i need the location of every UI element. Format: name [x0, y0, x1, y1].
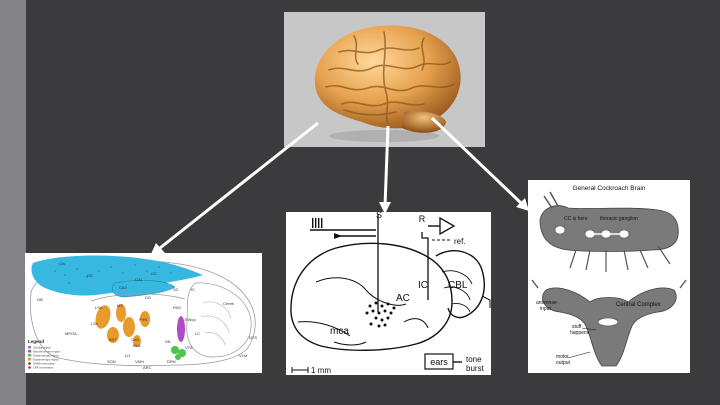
svg-text:BLA: BLA — [133, 343, 141, 348]
svg-text:DRN: DRN — [167, 359, 176, 364]
svg-text:Ctx: Ctx — [59, 261, 65, 266]
rat-diagram-legend: Legend Cellular region Neurohormone regi… — [28, 339, 61, 370]
svg-text:Glutamatergic region: Glutamatergic region — [33, 354, 59, 358]
output-label: output — [556, 360, 571, 366]
cortex-hippocampus-region — [31, 255, 203, 296]
svg-text:VTA: VTA — [185, 345, 193, 350]
scale-bar-label: 1 mm — [311, 366, 331, 375]
arrow-to-cockroach-diagram — [430, 116, 523, 205]
cortex-outline — [290, 242, 453, 351]
svg-text:Cereb: Cereb — [223, 301, 235, 306]
svg-text:Dopaminergic region: Dopaminergic region — [33, 358, 59, 362]
cbl-label: CBL — [448, 280, 468, 291]
svg-text:Legend: Legend — [28, 339, 44, 344]
arrowhead-auditory — [379, 202, 391, 214]
svg-text:CeA: CeA — [131, 337, 139, 342]
svg-text:LH: LH — [125, 353, 130, 358]
rat-brain-diagram: OB Ctx CA1 CA3 DG LSd LSv MS BST CeA BLA… — [28, 255, 257, 370]
electrode-r — [421, 232, 429, 300]
svg-text:DG: DG — [87, 273, 93, 278]
cockroach-title: General Cockroach Brain — [573, 185, 646, 192]
cockroach-brain-front-view — [542, 287, 677, 367]
thoracic-ganglion-label: thoracic ganglion — [600, 216, 638, 222]
svg-text:ARC: ARC — [143, 365, 152, 370]
ears-label: ears — [430, 357, 448, 367]
svg-text:CRF innervation: CRF innervation — [33, 366, 54, 370]
svg-text:SC: SC — [173, 287, 179, 292]
auditory-diagram: S R ref. AC IC CBL mca 1 mm ears tone bu… — [290, 212, 491, 375]
svg-text:LC: LC — [195, 331, 200, 336]
svg-text:PAG: PAG — [173, 305, 181, 310]
burst-label: burst — [466, 364, 485, 373]
svg-text:IC: IC — [191, 287, 195, 292]
svg-text:SON: SON — [107, 359, 116, 364]
input-label: input — [540, 306, 551, 312]
svg-text:CA1: CA1 — [135, 277, 144, 282]
svg-text:NTS: NTS — [249, 335, 257, 340]
svg-text:MS: MS — [117, 303, 123, 308]
mca-label: mca — [330, 326, 349, 337]
r-label: R — [419, 214, 426, 224]
happens-label: happens — [570, 330, 590, 336]
svg-text:Cellular region: Cellular region — [33, 346, 51, 350]
pag-region — [177, 316, 185, 342]
svg-text:EWcp: EWcp — [185, 317, 196, 322]
lateral-septum-nucleus — [95, 305, 111, 329]
cerebellum-shape — [402, 111, 446, 133]
cc-label: CC is here — [564, 216, 588, 222]
arrow-to-auditory-diagram — [383, 125, 390, 207]
arrowhead-cockroach — [516, 198, 529, 211]
svg-text:DG: DG — [145, 295, 151, 300]
svg-text:LSd: LSd — [95, 305, 102, 310]
stuff-label: stuff — [572, 324, 582, 330]
vta-region — [171, 346, 179, 354]
cockroach-diagram: General Cockroach Brain CC is here thora… — [531, 185, 687, 367]
cerebellum-outline — [435, 250, 485, 319]
ears-box — [424, 353, 454, 370]
svg-text:PVN: PVN — [139, 317, 147, 322]
arrow-to-rat-diagram — [159, 121, 319, 250]
svg-text:MPOA: MPOA — [65, 331, 77, 336]
antennae-label: antennae — [536, 300, 557, 306]
svg-text:CC: CC — [151, 271, 157, 276]
svg-text:CA3: CA3 — [119, 285, 128, 290]
motor-label: motor — [556, 354, 569, 360]
svg-text:BST: BST — [109, 337, 117, 342]
svg-text:GABA innervation: GABA innervation — [33, 362, 56, 366]
svg-text:LSv: LSv — [91, 321, 98, 326]
rat-brain-diagram-panel: OB Ctx CA1 CA3 DG LSd LSv MS BST CeA BLA… — [25, 253, 262, 373]
left-accent-bar — [0, 0, 26, 405]
svg-text:Neurohormone region: Neurohormone region — [33, 350, 61, 354]
svg-text:SN: SN — [165, 339, 171, 344]
s-label: S — [376, 212, 382, 220]
tone-label: tone — [466, 355, 482, 364]
ref-label: ref. — [454, 237, 466, 246]
svg-text:VMH: VMH — [135, 359, 144, 364]
brain-render — [314, 25, 461, 142]
cockroach-side-view — [539, 205, 679, 252]
ic-label: IC — [418, 280, 428, 291]
svg-text:VLM: VLM — [239, 353, 247, 358]
central-complex-label: Central Complex — [616, 302, 661, 308]
ac-label: AC — [396, 293, 410, 304]
cockroach-diagram-panel: General Cockroach Brain CC is here thora… — [528, 180, 690, 373]
auditory-diagram-panel: S R ref. AC IC CBL mca 1 mm ears tone bu… — [286, 212, 491, 375]
central-complex-shape — [597, 317, 619, 327]
arrowhead-rat — [150, 243, 165, 256]
svg-text:OB: OB — [37, 297, 43, 302]
